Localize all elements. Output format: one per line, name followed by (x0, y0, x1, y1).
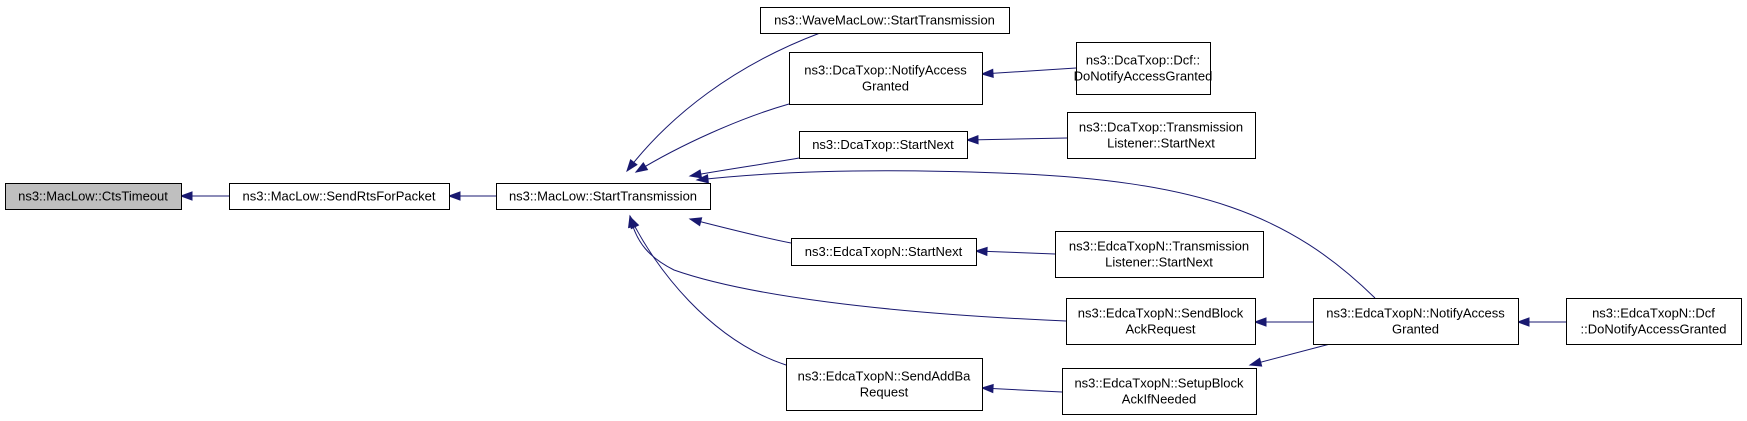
node-label: Request (860, 385, 909, 400)
node-label: AckIfNeeded (1122, 392, 1196, 407)
node-label: ns3::EdcaTxopN::StartNext (805, 244, 963, 259)
edge-edcaStartNext-to-startTransmission (688, 217, 792, 244)
arrow-head-icon (980, 383, 994, 394)
arrow-head-icon (974, 246, 988, 257)
node-label: DoNotifyAccessGranted (1074, 69, 1213, 84)
node-box (1566, 298, 1742, 345)
edge-dcaListener-to-dcaStartNext (965, 135, 1068, 145)
node-label: ::DoNotifyAccessGranted (1581, 322, 1727, 337)
node-label: AckRequest (1125, 322, 1195, 337)
arrow-head-icon (447, 191, 461, 201)
edge-edcaBlockAck-to-startTransmission (628, 214, 1067, 322)
arrow-head-icon (1516, 317, 1530, 327)
node-dcaNotify[interactable]: ns3::DcaTxop::NotifyAccessGranted (789, 52, 983, 105)
node-box (786, 358, 983, 411)
edges-layer (179, 32, 1566, 394)
node-edcaStartNext[interactable]: ns3::EdcaTxopN::StartNext (791, 238, 977, 266)
node-label: ns3::EdcaTxopN::NotifyAccess (1326, 306, 1505, 321)
edge-line (981, 387, 1063, 393)
edge-line (629, 215, 1067, 322)
node-dcaListener[interactable]: ns3::DcaTxop::TransmissionListener::Star… (1067, 112, 1256, 159)
node-label: ns3::MacLow::SendRtsForPacket (243, 189, 436, 204)
node-label: ns3::EdcaTxopN::Dcf (1592, 306, 1715, 321)
edge-line (981, 67, 1077, 75)
node-label: ns3::DcaTxop::Transmission (1079, 120, 1243, 135)
arrow-head-icon (1253, 317, 1267, 327)
edge-edcaDcfNotify-to-edcaNotify (1516, 317, 1566, 327)
node-box (789, 52, 983, 105)
edge-dcaNotify-to-startTransmission (634, 103, 790, 173)
arrow-head-icon (695, 174, 709, 184)
edge-edcaAddBa-to-startTransmission (629, 215, 787, 366)
node-edcaDcfNotify[interactable]: ns3::EdcaTxopN::Dcf::DoNotifyAccessGrant… (1566, 298, 1742, 345)
edge-line (975, 250, 1056, 255)
edge-edcaSetup-to-edcaAddBa (980, 383, 1063, 394)
node-label: ns3::DcaTxop::Dcf:: (1086, 53, 1200, 68)
node-edcaListener[interactable]: ns3::EdcaTxopN::TransmissionListener::St… (1055, 231, 1264, 278)
node-label: ns3::DcaTxop::StartNext (812, 137, 954, 152)
node-label: ns3::MacLow::StartTransmission (509, 189, 697, 204)
node-box (791, 238, 977, 266)
edge-line (626, 32, 821, 172)
node-label: ns3::EdcaTxopN::SendBlock (1078, 306, 1244, 321)
node-label: ns3::DcaTxop::NotifyAccess (804, 63, 967, 78)
node-box (1067, 112, 1256, 159)
node-ctsTimeout[interactable]: ns3::MacLow::CtsTimeout (5, 183, 182, 210)
node-label: ns3::WaveMacLow::StartTransmission (774, 13, 995, 28)
arrow-head-icon (634, 161, 649, 173)
node-waveStart[interactable]: ns3::WaveMacLow::StartTransmission (760, 7, 1010, 34)
arrow-head-icon (688, 217, 703, 227)
node-box (1066, 298, 1256, 345)
node-sendRts[interactable]: ns3::MacLow::SendRtsForPacket (229, 183, 450, 210)
arrow-head-icon (179, 191, 193, 201)
node-box (1313, 298, 1519, 345)
node-label: ns3::EdcaTxopN::SendAddBa (798, 369, 971, 384)
node-box (229, 183, 450, 210)
edge-line (635, 103, 790, 173)
edge-sendRts-to-ctsTimeout (179, 191, 229, 201)
nodes-layer: ns3::MacLow::CtsTimeout ns3::MacLow::Send… (5, 7, 1742, 415)
arrow-head-icon (1248, 357, 1263, 367)
arrow-head-icon (965, 135, 979, 145)
node-label: Granted (1392, 322, 1439, 337)
edge-edcaListener-to-edcaStartNext (974, 246, 1056, 257)
edge-line (1249, 343, 1331, 366)
arrow-head-icon (629, 215, 640, 230)
node-box (1076, 42, 1211, 95)
node-box (799, 131, 968, 159)
edge-line (689, 218, 792, 244)
node-label: Listener::StartNext (1105, 255, 1213, 270)
node-box (1062, 368, 1257, 415)
edge-startTransmission-to-sendRts (447, 191, 496, 201)
edge-line (696, 170, 1376, 299)
node-box (760, 7, 1010, 34)
arrow-head-icon (626, 159, 638, 173)
node-box (496, 183, 711, 210)
node-dcfNotify[interactable]: ns3::DcaTxop::Dcf::DoNotifyAccessGranted (1074, 42, 1213, 95)
node-startTransmission[interactable]: ns3::MacLow::StartTransmission (496, 183, 711, 210)
node-box (5, 183, 182, 210)
node-label: Listener::StartNext (1107, 136, 1215, 151)
edge-line (629, 216, 787, 366)
node-label: ns3::MacLow::CtsTimeout (18, 189, 168, 204)
edge-waveStart-to-startTransmission (626, 32, 821, 173)
node-label: ns3::EdcaTxopN::Transmission (1069, 239, 1249, 254)
node-label: ns3::EdcaTxopN::SetupBlock (1074, 376, 1244, 391)
node-label: Granted (862, 79, 909, 94)
node-edcaNotify[interactable]: ns3::EdcaTxopN::NotifyAccessGranted (1313, 298, 1519, 345)
edge-dcaStartNext-to-startTransmission (688, 157, 800, 179)
arrow-head-icon (688, 169, 703, 179)
edge-edcaNotify-to-edcaBlockAck (1253, 317, 1313, 327)
arrow-head-icon (980, 68, 994, 78)
edge-dcfNotify-to-dcaNotify (980, 67, 1077, 78)
edge-edcaNotify-to-edcaSetup (1248, 343, 1331, 367)
node-dcaStartNext[interactable]: ns3::DcaTxop::StartNext (799, 131, 968, 159)
edge-line (966, 137, 1068, 141)
node-box (1055, 231, 1264, 278)
edge-edcaNotify-to-startTransmission (695, 170, 1376, 299)
